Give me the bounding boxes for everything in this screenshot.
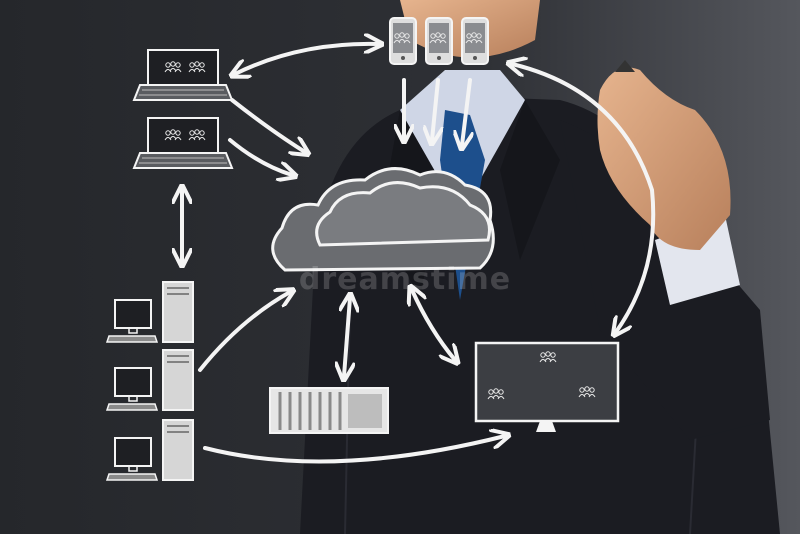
smartphone-icon: [390, 18, 416, 64]
connection-arrows: [182, 44, 656, 464]
laptop-icon: [134, 118, 232, 168]
cloud-icon: [271, 167, 495, 272]
server-rack-icon: [269, 387, 389, 434]
laptop-icon: [134, 50, 232, 100]
smartphone-icon: [462, 18, 488, 64]
smartphone-icon: [426, 18, 452, 64]
monitor-icon: [474, 341, 620, 432]
